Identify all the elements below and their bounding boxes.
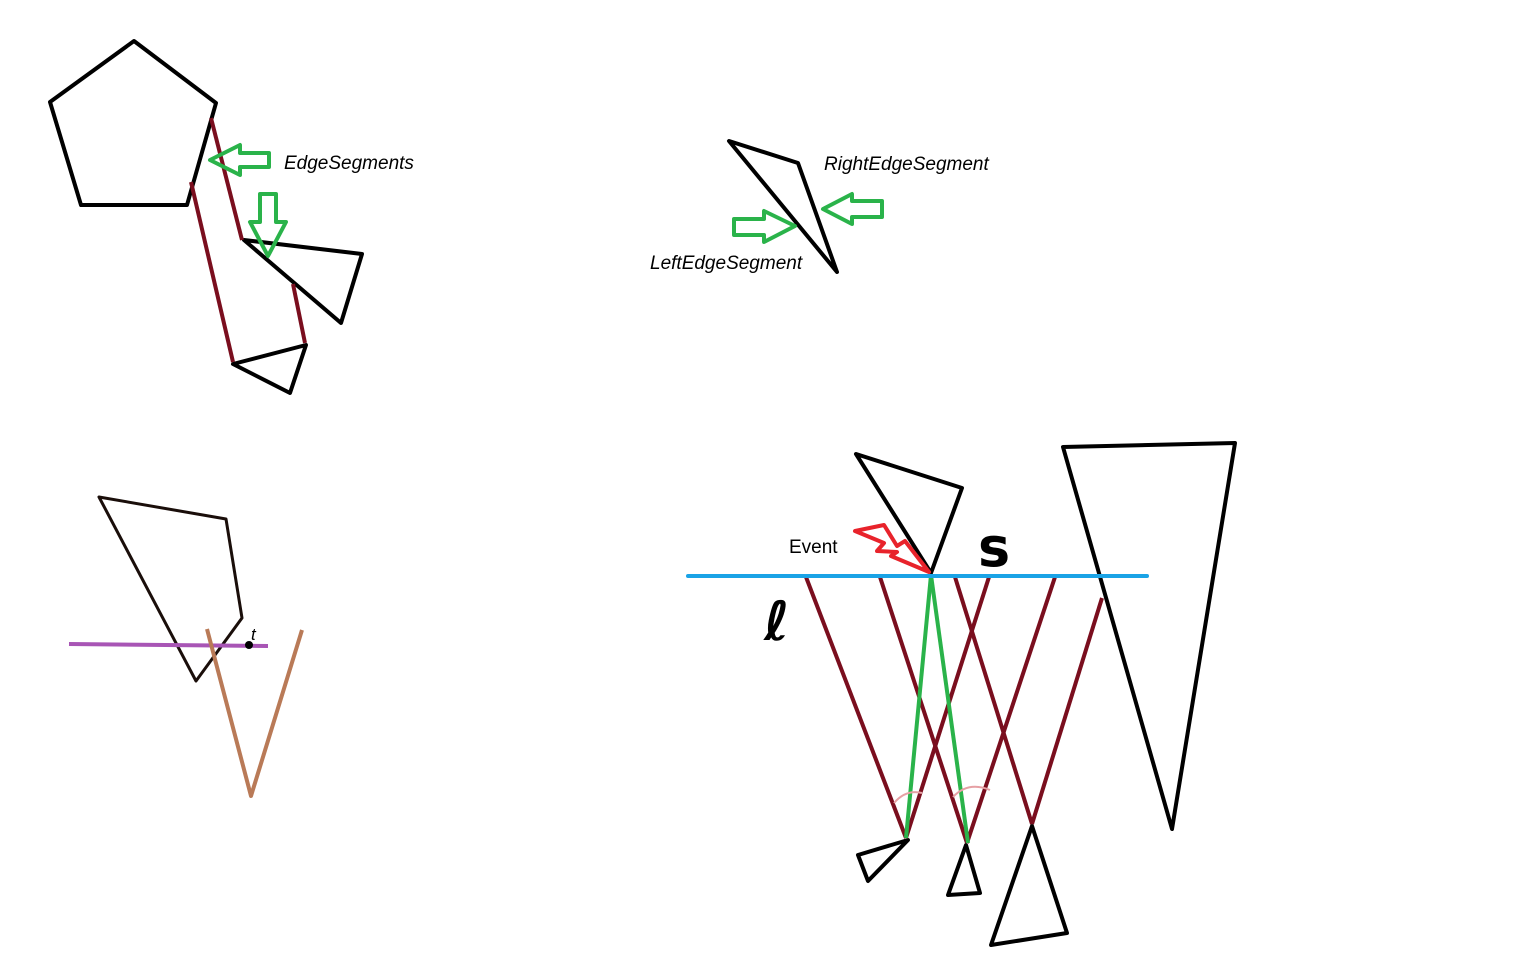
- label-l: ℓ: [763, 590, 789, 653]
- panel-sweep-event: Event s ℓ: [686, 441, 1237, 947]
- panel-left-right-segments: RightEdgeSegment LeftEdgeSegment: [650, 139, 989, 274]
- panel-edge-segments: EdgeSegments: [48, 39, 414, 395]
- wedge-shape: [205, 628, 304, 798]
- small-triangle-shape-right: [989, 824, 1069, 947]
- edge-segment-line: [189, 181, 235, 363]
- label-event: Event: [789, 537, 838, 558]
- arrow-down-icon: [248, 192, 288, 258]
- tall-triangle-shape: [1061, 441, 1237, 831]
- small-triangle-shape-mid: [946, 843, 982, 897]
- sliver-triangle-shape: [727, 139, 839, 274]
- label-left-edge-segment: LeftEdgeSegment: [650, 253, 803, 274]
- top-triangle-shape: [854, 452, 964, 575]
- panel-probe-point: t: [68, 495, 304, 798]
- edge-segment-line: [209, 117, 244, 241]
- edge-segment-line: [965, 576, 1057, 844]
- angle-mark-right: [952, 785, 991, 798]
- label-right-edge-segment: RightEdgeSegment: [824, 154, 989, 175]
- label-edge-segments: EdgeSegments: [284, 153, 414, 174]
- angle-mark-left: [893, 791, 923, 804]
- arrow-right-icon: [732, 209, 797, 244]
- label-t: t: [251, 625, 257, 644]
- small-triangle-shape-left: [856, 838, 910, 883]
- edge-segment-line: [1030, 597, 1104, 825]
- triangle-shape-mid: [242, 238, 364, 325]
- point-t-marker: [245, 641, 253, 649]
- green-segment-line: [929, 574, 970, 844]
- edge-segment-line: [953, 576, 1034, 825]
- edge-segment-line: [291, 283, 307, 344]
- green-segment-line: [904, 574, 933, 839]
- quad-shape: [97, 495, 244, 683]
- arrow-left-icon: [208, 143, 271, 177]
- edge-segment-line: [804, 576, 908, 839]
- arrow-left-icon: [821, 192, 884, 226]
- edge-segment-line: [878, 576, 969, 844]
- triangle-shape-bottom: [231, 343, 308, 395]
- probe-line: [68, 642, 269, 648]
- label-s: s: [978, 516, 1010, 579]
- event-bolt-icon: [853, 523, 931, 574]
- pentagon-shape: [48, 39, 218, 207]
